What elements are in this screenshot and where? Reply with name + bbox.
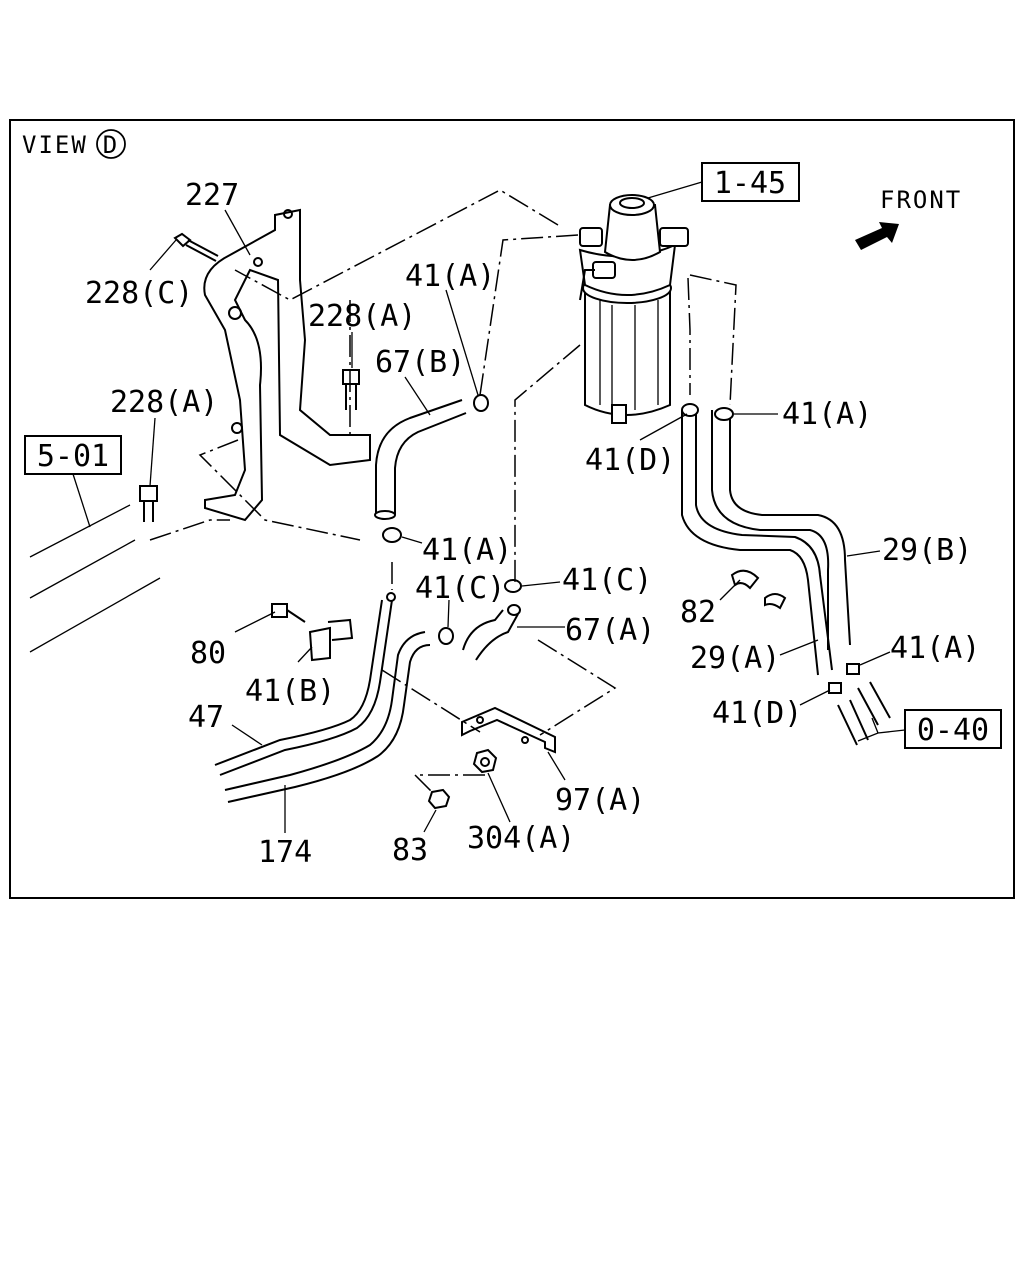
leader-lines: [149, 209, 891, 833]
bracket-227: [203, 208, 371, 522]
front-label: FRONT: [880, 186, 962, 214]
fitting-small: [386, 592, 521, 616]
fuel-filter-assembly: [578, 194, 689, 424]
bolt-228a-left: [139, 485, 158, 522]
bracket-97a: [461, 706, 556, 754]
bolt-80: [271, 603, 306, 623]
clamp-41d-low: [828, 682, 842, 694]
label-41a-top: 41(A): [405, 259, 495, 294]
ref-box-1-45[interactable]: 1-45: [701, 162, 800, 202]
line-47: [214, 599, 393, 776]
label-41a-center: 41(A): [422, 533, 512, 568]
nut-83: [427, 788, 451, 810]
hose-29a: [681, 410, 833, 676]
clip-82: [730, 569, 787, 610]
clamp-41c-left: [438, 627, 454, 645]
label-228a-left: 228(A): [110, 385, 218, 420]
label-41d-low: 41(D): [712, 696, 802, 731]
view-letter: D: [103, 131, 119, 159]
frame-rail: [29, 504, 161, 653]
view-label: VIEW: [22, 131, 88, 159]
clamp-41b: [308, 618, 354, 662]
label-41c-left: 41(C): [415, 571, 505, 606]
label-41a-right: 41(A): [782, 397, 872, 432]
nut-304a: [472, 748, 498, 774]
label-47: 47: [188, 700, 224, 735]
hose-67a: [462, 609, 519, 661]
clamp-41d-mid: [681, 403, 699, 417]
pipe-0-40: [837, 681, 891, 746]
part-labels: 227 228(C) 228(A) 228(A) 41(A) 67(B) 41(…: [85, 178, 980, 870]
assembly-lines: [149, 189, 737, 793]
label-41a-low: 41(A): [890, 631, 980, 666]
front-arrow-icon: [855, 222, 899, 250]
label-29a: 29(A): [690, 641, 780, 676]
clamp-41a-center: [382, 527, 402, 543]
bolt-228a-top: [342, 369, 360, 410]
label-41b: 41(B): [245, 674, 335, 709]
ref-0-40-text: 0-40: [917, 713, 989, 748]
view-circle: [96, 129, 126, 159]
label-41c-right: 41(C): [562, 563, 652, 598]
bolt-228c: [173, 232, 219, 262]
label-227: 227: [185, 178, 239, 213]
label-97a: 97(A): [555, 783, 645, 818]
label-80: 80: [190, 636, 226, 671]
label-83: 83: [392, 833, 428, 868]
diagram-frame: [9, 119, 1015, 899]
label-228a-top: 228(A): [308, 299, 416, 334]
label-67a: 67(A): [565, 613, 655, 648]
label-67b: 67(B): [375, 345, 465, 380]
clamp-41a-top: [473, 394, 489, 412]
clamp-41a-right: [714, 407, 734, 421]
label-29b: 29(B): [882, 533, 972, 568]
label-304a: 304(A): [467, 821, 575, 856]
label-41d-mid: 41(D): [585, 443, 675, 478]
label-82: 82: [680, 595, 716, 630]
ref-1-45-text: 1-45: [714, 166, 786, 201]
label-228c: 228(C): [85, 276, 193, 311]
line-174: [224, 631, 431, 803]
ref-5-01-text: 5-01: [37, 439, 109, 474]
clamp-41c-right: [504, 579, 522, 593]
clamp-41a-low: [846, 663, 860, 675]
ref-box-5-01[interactable]: 5-01: [24, 435, 122, 475]
hose-67b: [374, 399, 467, 520]
ref-box-0-40[interactable]: 0-40: [904, 709, 1002, 749]
hose-29b: [711, 410, 851, 650]
label-174: 174: [258, 835, 312, 870]
